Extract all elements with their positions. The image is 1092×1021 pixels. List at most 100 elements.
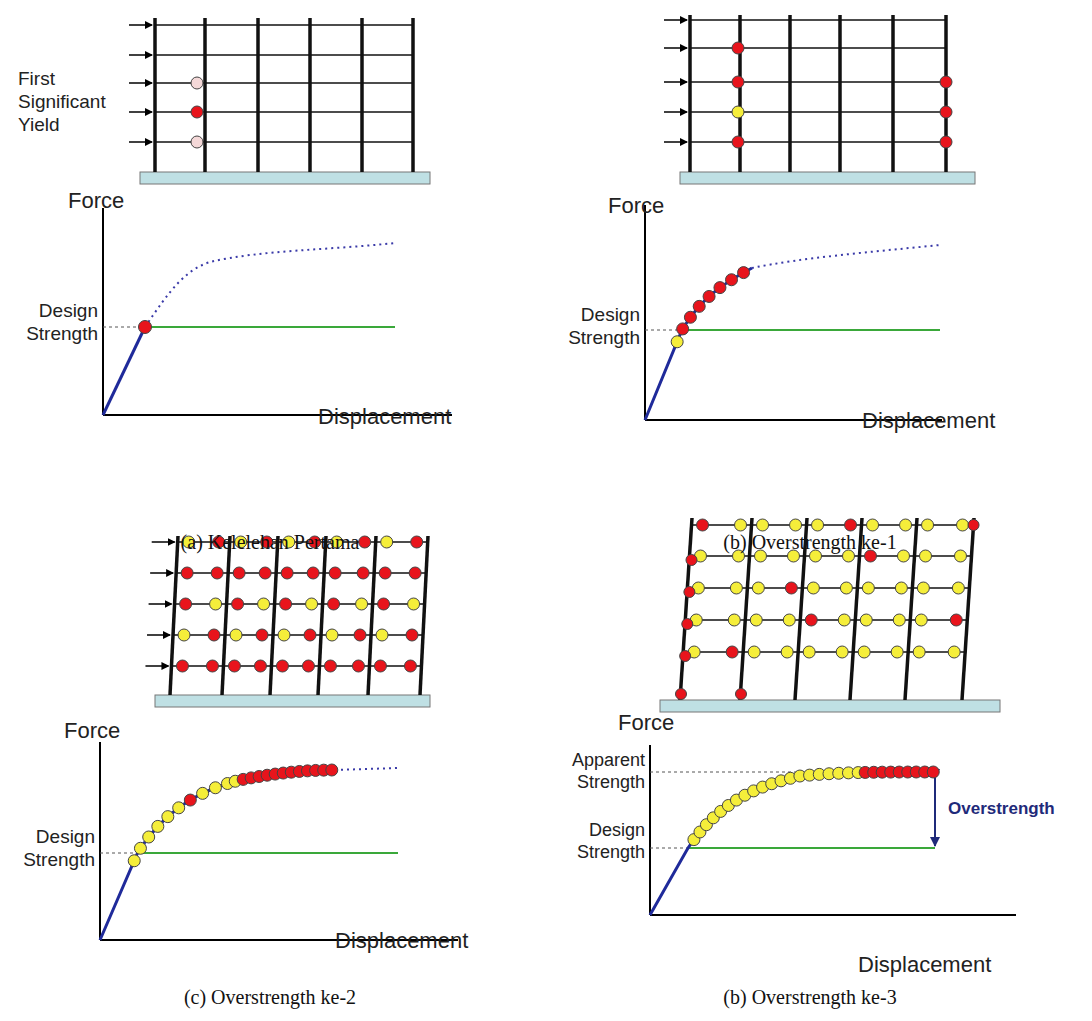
caption: (a) Kelelehan Pertama [181, 530, 360, 554]
column [270, 536, 278, 695]
column [368, 536, 376, 695]
column [153, 18, 157, 172]
caption: (b) Overstrength ke-3 [723, 985, 896, 1009]
hinge-dot [919, 550, 931, 562]
beam [690, 141, 946, 143]
hinge-dot [281, 567, 293, 579]
hinge-dot [736, 689, 747, 700]
hinge-dot [671, 336, 683, 348]
hinge-dot [162, 811, 174, 823]
hinge-dot [703, 290, 715, 302]
hinge-dot [752, 582, 764, 594]
hinge-dot [329, 567, 341, 579]
frame [129, 18, 430, 184]
hinge-dot [917, 582, 929, 594]
hinge-dot [807, 582, 819, 594]
chart-b [645, 205, 942, 420]
load-arrow [129, 54, 152, 56]
axis-title: Displacement [858, 952, 991, 978]
hinge-dot [805, 614, 817, 626]
hinge-dot [895, 582, 907, 594]
level-label: Design Strength [555, 820, 645, 863]
hinge-dot [152, 820, 164, 832]
hinge-dot [748, 646, 760, 658]
chart-a [103, 208, 452, 415]
hinge-dot [230, 629, 242, 641]
hinge-dot [922, 519, 934, 531]
hinge-dot [940, 76, 952, 88]
hinge-dot [677, 323, 689, 335]
hinge-dot [726, 274, 738, 286]
axis-title: Displacement [335, 928, 468, 954]
hinge-dot [280, 598, 292, 610]
hinge-dot [750, 614, 762, 626]
caption: (c) Overstrength ke-2 [184, 985, 356, 1009]
axis-title: Displacement [862, 408, 995, 434]
hinge-dot [228, 660, 240, 672]
level-label: Design Strength [8, 300, 98, 346]
beam [690, 47, 946, 49]
hinge-dot [180, 598, 192, 610]
axis-title: Force [68, 188, 124, 214]
annotation: First Significant Yield [18, 68, 128, 136]
axis-title: Displacement [318, 404, 451, 430]
load-arrow [129, 111, 152, 113]
load-arrow [129, 82, 152, 84]
hinge-dot [732, 76, 744, 88]
beam [155, 54, 413, 56]
hinge-dot [409, 567, 421, 579]
hinge-dot [254, 660, 266, 672]
hinge-dot [191, 77, 203, 89]
load-arrow [664, 19, 687, 21]
hinge-dot [781, 646, 793, 658]
hinge-dot [812, 519, 824, 531]
hinge-dot [209, 782, 221, 794]
hinge-dot [684, 587, 695, 598]
hinge-dot [940, 106, 952, 118]
chart-d [650, 745, 1016, 915]
load-arrow [150, 572, 173, 574]
hinge-dot [197, 787, 209, 799]
hinge-dot [406, 629, 418, 641]
ground [660, 700, 1000, 712]
hinge-dot [838, 614, 850, 626]
hinge-dot [757, 519, 769, 531]
hinge-dot [210, 598, 222, 610]
hinge-dot [845, 519, 857, 531]
hinge-dot [211, 567, 223, 579]
hinge-dot [381, 536, 393, 548]
hinge-dot [897, 550, 909, 562]
hinge-dot [356, 598, 368, 610]
hinge-dot [191, 136, 203, 148]
hinge-dot [324, 660, 336, 672]
hinge-dot [893, 614, 905, 626]
caption: (b) Overstrength ke-1 [723, 530, 896, 554]
hinge-dot [256, 629, 268, 641]
hinge-dot [304, 629, 316, 641]
level-label: Design Strength [550, 304, 640, 350]
load-arrow [145, 665, 168, 667]
hinge-dot [354, 629, 366, 641]
load-arrow [129, 141, 152, 143]
hinge-dot [359, 536, 371, 548]
column [838, 15, 842, 172]
hinge-dot [728, 614, 740, 626]
hinge-dot [952, 582, 964, 594]
level-label: Design Strength [5, 826, 95, 872]
hinge-dot [176, 660, 188, 672]
hinge-dot [326, 629, 338, 641]
beam [690, 19, 946, 21]
column [308, 18, 312, 172]
level-label: Apparent Strength [555, 750, 645, 793]
hinge-dot [732, 136, 744, 148]
load-arrow [152, 541, 175, 543]
load-arrow [664, 111, 687, 113]
load-arrow [664, 81, 687, 83]
hinge-dot [714, 282, 726, 294]
column [680, 518, 692, 700]
hinge-dot [278, 629, 290, 641]
hinge-dot [783, 614, 795, 626]
load-arrow [664, 141, 687, 143]
hinge-dot [276, 660, 288, 672]
hinge-dot [307, 567, 319, 579]
